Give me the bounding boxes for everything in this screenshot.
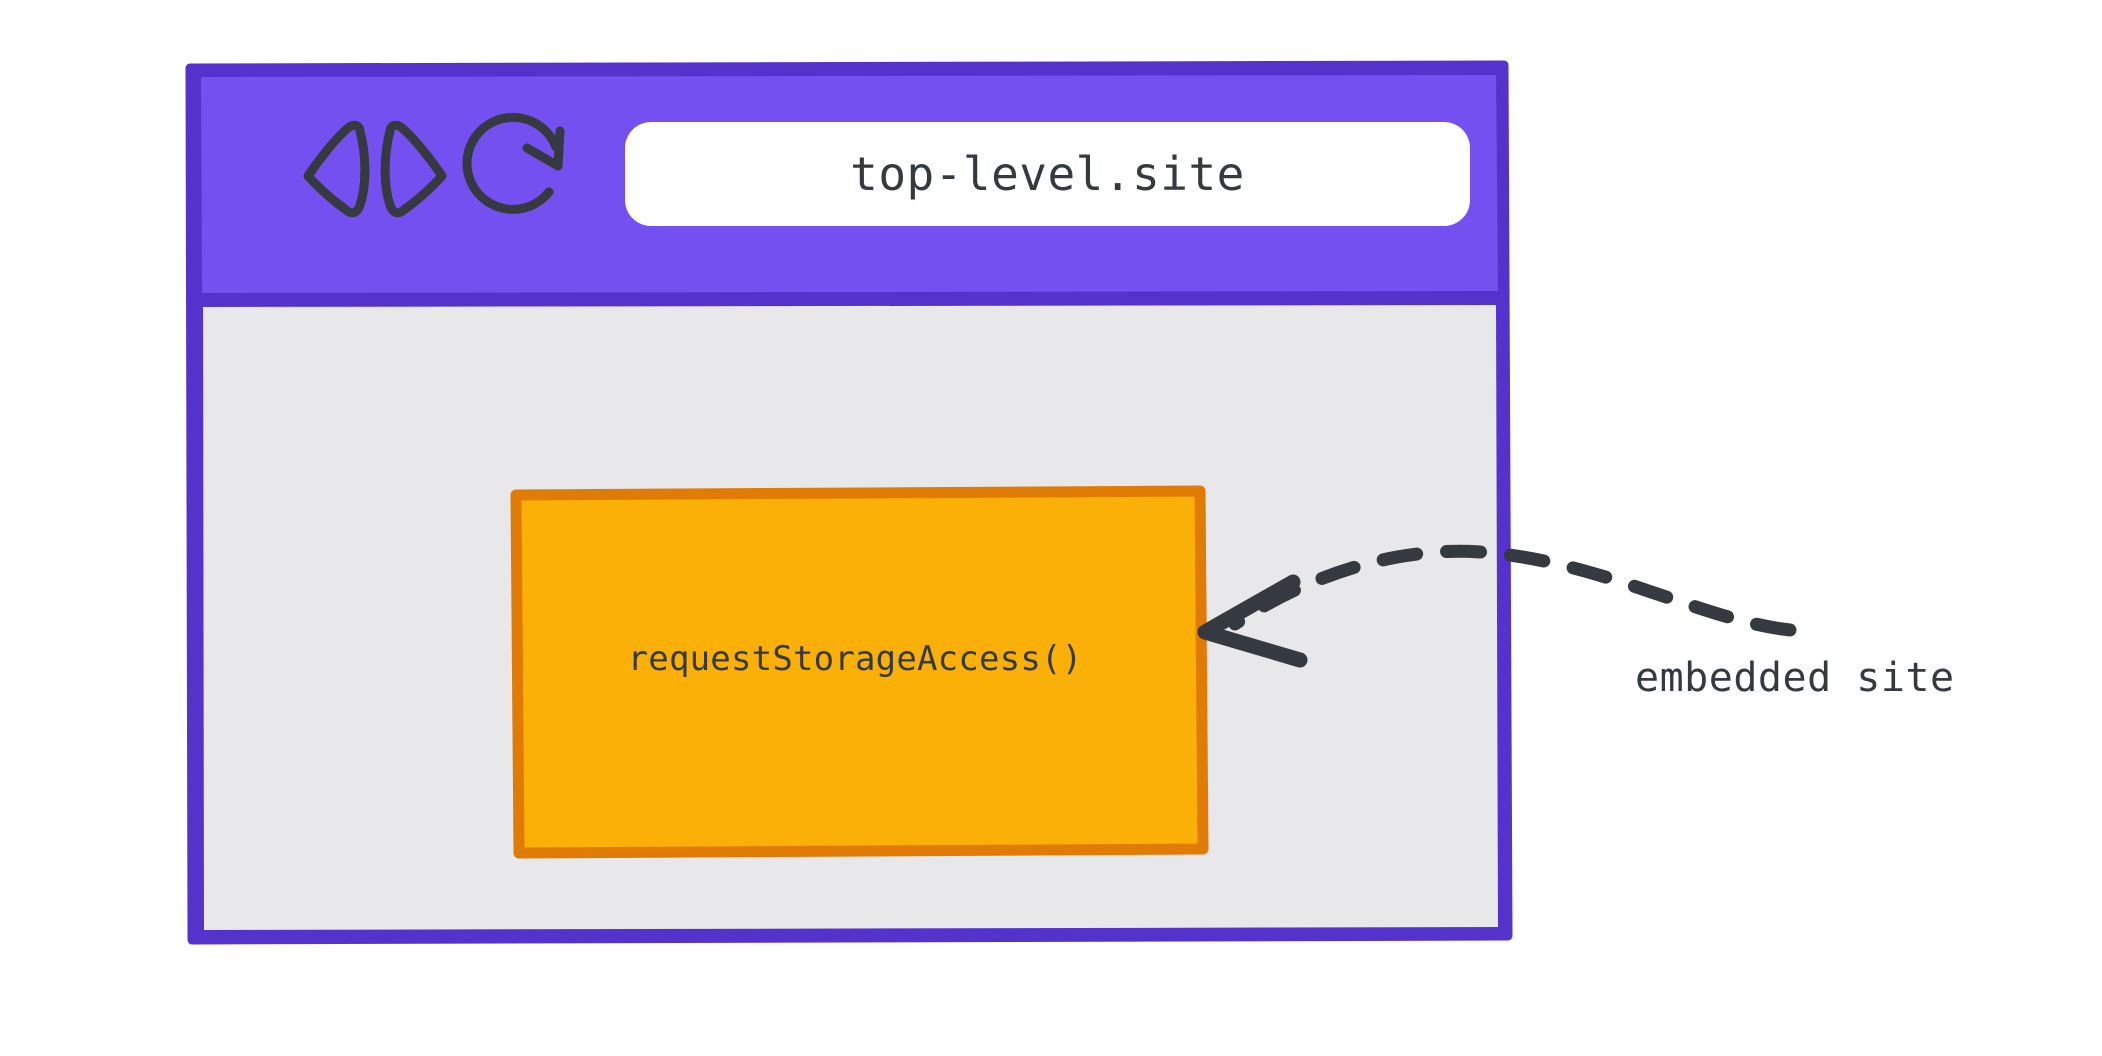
reload-arrowhead-icon[interactable]	[522, 126, 565, 171]
triangle-left-icon[interactable]	[303, 120, 370, 218]
address-bar[interactable]	[625, 122, 1470, 226]
dashed-curve-path	[1228, 544, 1797, 637]
embedded-site-callout-arrow	[1197, 544, 1797, 668]
reload-button[interactable]	[462, 112, 565, 214]
embedded-frame-box[interactable]	[510, 485, 1209, 859]
embedded-site-annotation-text: embedded site	[1635, 655, 1955, 701]
address-bar-text[interactable]: top-level.site	[850, 147, 1245, 201]
triangle-right-icon[interactable]	[380, 120, 447, 218]
forward-button[interactable]	[380, 120, 447, 218]
embedded-site-iframe[interactable]	[510, 485, 1209, 859]
arrowhead-icon	[1197, 574, 1308, 668]
back-button[interactable]	[303, 120, 370, 218]
reload-circular-arrow-icon[interactable]	[462, 112, 561, 214]
embedded-frame-label: requestStorageAccess()	[627, 639, 1083, 679]
